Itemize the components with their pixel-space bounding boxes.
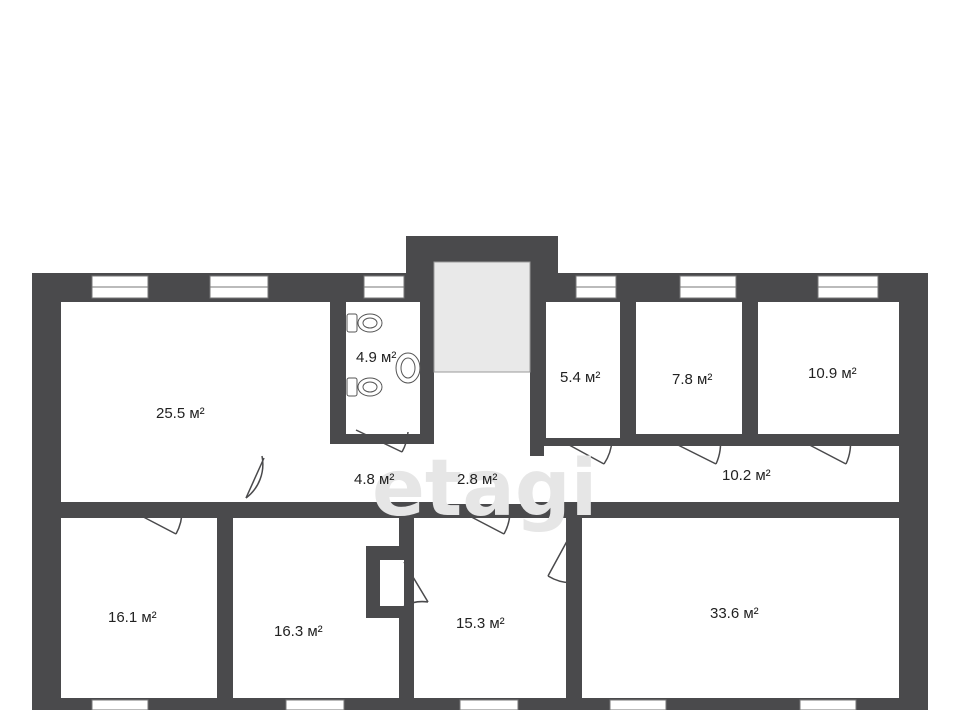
room-label-16-3: 16.3 м² [274, 623, 323, 640]
closet-niche [366, 546, 414, 618]
room-label-5-4: 5.4 м² [560, 369, 600, 386]
doors [129, 429, 852, 607]
room-label-15-3: 15.3 м² [456, 615, 505, 632]
sink-icon [395, 352, 421, 384]
hall-label-4-8: 4.8 м² [354, 471, 394, 488]
hall-label-2-8: 2.8 м² [457, 471, 497, 488]
room-label-10-9: 10.9 м² [808, 365, 857, 382]
corridor-label-10-2: 10.2 м² [722, 467, 771, 484]
toilet-icon [346, 313, 383, 333]
room-label-16-1: 16.1 м² [108, 609, 157, 626]
room-label-25-5: 25.5 м² [156, 405, 205, 422]
room-label-33-6: 33.6 м² [710, 605, 759, 622]
watermark: etagi [372, 444, 597, 534]
room-label-wc: 4.9 м² [356, 349, 396, 366]
area-labels: 25.5 м² 4.9 м² 5.4 м² 7.8 м² 10.9 м² 4.8… [108, 349, 857, 640]
toilet-icon [346, 377, 383, 397]
room-label-7-8: 7.8 м² [672, 371, 712, 388]
stair-shaft [433, 261, 531, 373]
